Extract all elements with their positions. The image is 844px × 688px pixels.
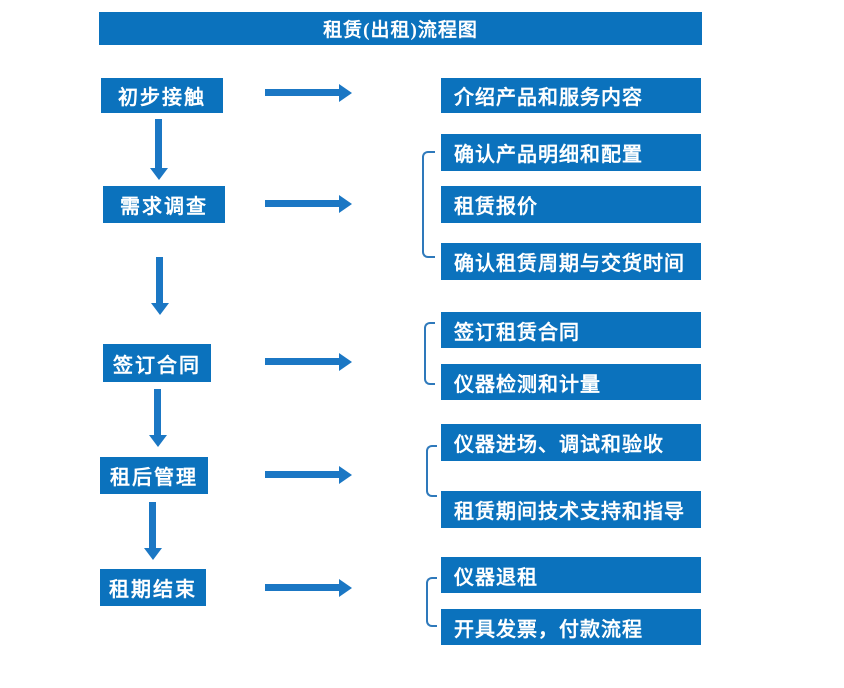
output-box-instrument-return: 仪器退租	[441, 557, 701, 593]
step-box-post-rental-management: 租后管理	[100, 457, 208, 494]
output-box-confirm-rental-period-delivery: 确认租赁周期与交货时间	[441, 243, 701, 280]
step-box-demand-survey: 需求调查	[103, 186, 225, 223]
bracket-connector	[424, 322, 435, 385]
down-arrow-icon	[155, 119, 162, 168]
down-arrow-icon	[149, 502, 156, 548]
right-arrow-icon	[265, 200, 339, 207]
right-arrow-icon	[265, 584, 339, 591]
bracket-connector	[422, 151, 435, 258]
right-arrow-icon	[265, 89, 339, 96]
down-arrow-icon	[154, 389, 161, 435]
output-box-rental-quotation: 租赁报价	[441, 186, 701, 223]
output-box-instrument-testing-calibration: 仪器检测和计量	[441, 364, 701, 400]
output-box-introduce-products-services: 介绍产品和服务内容	[441, 78, 701, 113]
output-box-sign-rental-contract: 签订租赁合同	[441, 312, 701, 348]
step-box-initial-contact: 初步接触	[101, 78, 223, 113]
step-box-rental-end: 租期结束	[100, 569, 206, 606]
flowchart-title: 租赁(出租)流程图	[99, 12, 702, 45]
output-box-confirm-product-details: 确认产品明细和配置	[441, 134, 701, 171]
bracket-connector	[426, 577, 437, 627]
output-box-technical-support-guidance: 租赁期间技术支持和指导	[441, 491, 701, 528]
right-arrow-icon	[265, 358, 339, 365]
output-box-invoice-payment-process: 开具发票，付款流程	[441, 609, 701, 645]
step-box-sign-contract: 签订合同	[103, 344, 211, 382]
right-arrow-icon	[265, 471, 339, 478]
output-box-instrument-entry-debug-acceptance: 仪器进场、调试和验收	[441, 424, 701, 461]
bracket-connector	[426, 445, 437, 497]
down-arrow-icon	[156, 257, 163, 303]
